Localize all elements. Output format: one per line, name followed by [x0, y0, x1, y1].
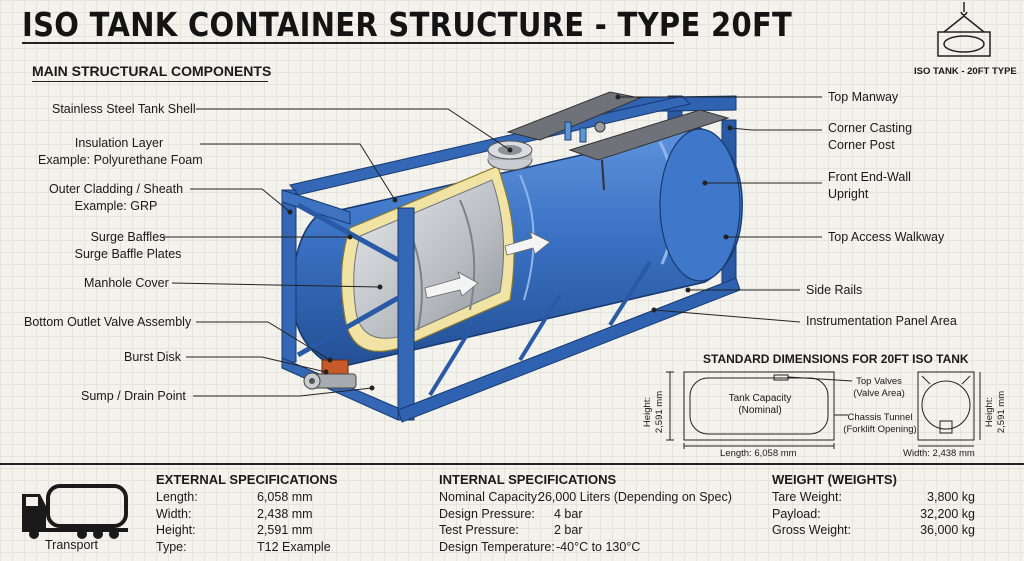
label-outlet-valve: Bottom Outlet Valve Assembly	[24, 315, 192, 329]
transport-label: Transport	[45, 538, 99, 552]
right-leader-lines	[615, 94, 822, 323]
specs-separator	[0, 463, 1024, 465]
internal-keys: Nominal Capacity:Design Pressure:Test Pr…	[439, 490, 555, 554]
length-label: Length: 6,058 mm	[720, 448, 797, 459]
manhole	[487, 140, 533, 171]
left-leader-lines	[163, 108, 513, 397]
crane-container-icon	[937, 2, 991, 57]
label-walkway: Top Access Walkway	[828, 230, 945, 244]
weight-keys: Tare Weight:Payload:Gross Weight:	[772, 490, 851, 537]
dimension-diagrams	[666, 371, 981, 449]
dimensions-heading: STANDARD DIMENSIONS FOR 20FT ISO TANK	[703, 352, 969, 366]
components-heading: MAIN STRUCTURAL COMPONENTS	[32, 63, 272, 79]
walkway	[506, 91, 730, 191]
flow-arrow-2	[504, 231, 551, 256]
external-keys: Length:Width:Height:Type:	[156, 490, 198, 554]
bottom-outlet-valve	[303, 359, 357, 390]
components-underline	[32, 81, 268, 82]
chassis-tunnel-label: Chassis Tunnel(Forklift Opening)	[843, 412, 917, 435]
label-instrumentation: Instrumentation Panel Area	[806, 314, 957, 328]
label-burst-disk: Burst Disk	[124, 350, 181, 364]
height-label-right: Height:2,591 mm	[984, 390, 1007, 434]
page-title: ISO TANK CONTAINER STRUCTURE - TYPE 20FT	[22, 6, 793, 45]
title-underline	[22, 42, 674, 44]
weight-heading: WEIGHT (WEIGHTS)	[772, 472, 897, 487]
label-sump: Sump / Drain Point	[81, 389, 186, 403]
label-manhole-cover: Manhole Cover	[84, 276, 169, 290]
top-valves-label: Top Valves(Valve Area)	[853, 376, 905, 399]
tank-capacity-label: Tank Capacity(Nominal)	[728, 393, 792, 416]
transport-truck-icon	[22, 484, 128, 539]
badge-label: ISO TANK - 20FT TYPE	[914, 66, 1017, 77]
external-heading: EXTERNAL SPECIFICATIONS	[156, 472, 338, 487]
label-side-rails: Side Rails	[806, 283, 863, 297]
label-tank-shell: Stainless Steel Tank Shell	[52, 102, 196, 116]
height-label-left: Height:2,591 mm	[642, 390, 665, 434]
width-label: Width: 2,438 mm	[903, 448, 975, 459]
internal-heading: INTERNAL SPECIFICATIONS	[439, 472, 617, 487]
label-top-manway: Top Manway	[828, 90, 899, 104]
flow-arrow-1	[424, 271, 479, 299]
internal-values: 26,000 Liters (Depending on Spec) 4 bar …	[538, 490, 732, 554]
